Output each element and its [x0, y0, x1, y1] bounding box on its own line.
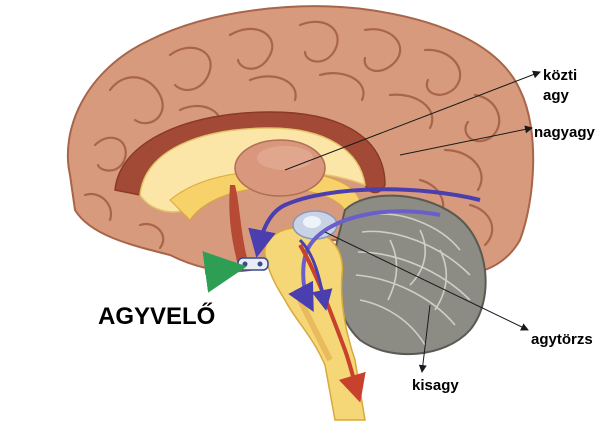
leader-nagyagy — [399, 125, 533, 156]
purple-pathway-upper — [248, 187, 481, 258]
leader-kozti-agy — [284, 70, 541, 171]
hypothalamus — [229, 185, 248, 265]
purple-pathway-lower — [298, 238, 333, 311]
green-input-arrow — [202, 251, 247, 293]
red-pathway — [298, 243, 366, 403]
label-nagyagy: nagyagy — [534, 124, 596, 141]
label-kisagy: kisagy — [412, 377, 459, 394]
leader-agytorzs — [324, 231, 529, 331]
leader-kisagy — [418, 304, 431, 373]
purple-pathway-mid — [288, 209, 441, 313]
label-agytorzs: agytörzs — [531, 331, 593, 348]
diagram-title: AGYVELŐ — [98, 302, 215, 330]
cerebellum — [332, 194, 487, 356]
label-kozti-line2: agy — [543, 87, 570, 104]
label-kozti-line1: közti — [543, 67, 577, 84]
